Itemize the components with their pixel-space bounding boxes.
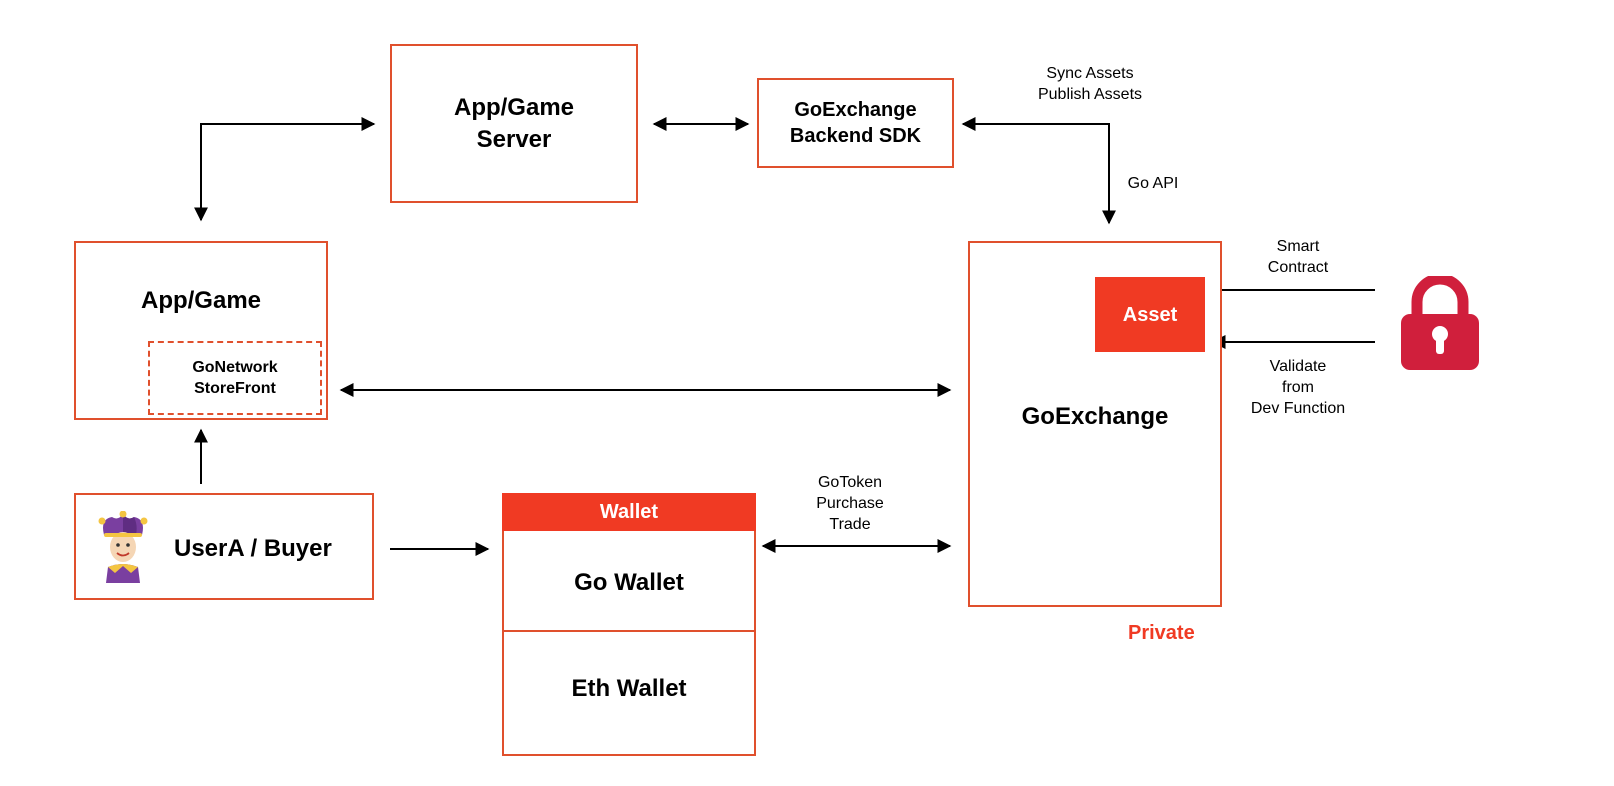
smart-contract-label: Smart Contract (1267, 238, 1329, 276)
validate-label: Validate from Dev Function (1250, 358, 1346, 417)
eth-wallet-label: Eth Wallet (571, 675, 687, 702)
edge-app-server (194, 117, 376, 222)
asset-label: Asset (1122, 303, 1178, 326)
wallet-header: Wallet (502, 493, 756, 531)
private-label: Private (1128, 622, 1195, 644)
edge-sdk-goexchange (961, 117, 1116, 225)
goexchange-label: GoExchange (1021, 403, 1169, 430)
go-wallet-label: Go Wallet (574, 569, 684, 596)
go-api-label: Go API (1127, 175, 1179, 192)
jester-avatar-icon (98, 511, 148, 583)
wallet-divider (502, 630, 756, 632)
app-game-box: App/Game GoNetwork StoreFront (74, 241, 328, 420)
padlock-icon (1401, 276, 1479, 370)
storefront-label: GoNetwork StoreFront (192, 359, 278, 397)
app-game-label: App/Game (140, 287, 262, 314)
asset-box: Asset (1095, 277, 1205, 352)
gotoken-label: GoToken Purchase Trade (816, 474, 884, 533)
backend-sdk-label: GoExchange Backend SDK (789, 99, 922, 147)
wallet-header-label: Wallet (599, 501, 659, 523)
user-label: UserA / Buyer (174, 535, 332, 562)
wallet-box: Wallet Go Wallet Eth Wallet (502, 493, 756, 756)
sync-publish-label: Sync Assets Publish Assets (1037, 65, 1143, 103)
backend-sdk-box: GoExchange Backend SDK (757, 78, 954, 168)
app-game-server-label: App/Game Server (453, 93, 575, 153)
app-game-server-box: App/Game Server (390, 44, 638, 203)
user-box: UserA / Buyer (74, 493, 374, 600)
storefront-box: GoNetwork StoreFront (148, 341, 322, 415)
